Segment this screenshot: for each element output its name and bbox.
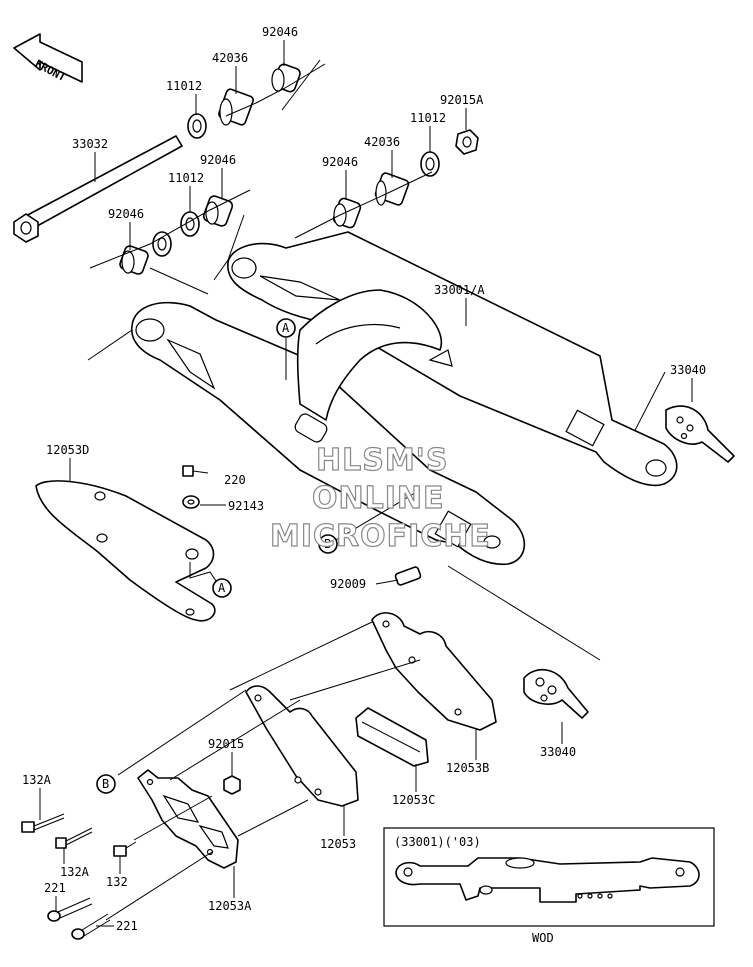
callout-a: A [276, 318, 296, 380]
seal-icon [187, 113, 207, 139]
part-label: 92046 [322, 155, 358, 169]
part-label: 12053C [392, 793, 435, 807]
part-label: 132 [106, 875, 128, 889]
collar-icon [374, 172, 410, 206]
pivot-shaft-icon [13, 135, 183, 243]
part-label: 33040 [670, 363, 706, 377]
part-label: 11012 [168, 171, 204, 185]
part-label: 221 [116, 919, 138, 933]
part-label: 33040 [540, 745, 576, 759]
spacer-icon [394, 566, 422, 586]
part-label: 42036 [364, 135, 400, 149]
watermark-line: HLSM'S [316, 443, 448, 478]
callout-letter: B [102, 777, 109, 791]
watermark: HLSM'S ONLINE MICROFICHE [269, 442, 491, 554]
assembly-guide-lines [105, 621, 421, 921]
part-label: 92143 [228, 499, 264, 513]
part-label: 42036 [212, 51, 248, 65]
nut-icon [455, 129, 479, 155]
bolt-icon [55, 827, 93, 849]
chain-adjuster-icon [523, 669, 589, 719]
part-label: 11012 [410, 111, 446, 125]
bolt-icon [47, 897, 93, 922]
seal-icon [180, 211, 200, 237]
bolt-icon [71, 913, 111, 940]
bearing-icon [271, 63, 301, 93]
part-label: 92046 [200, 153, 236, 167]
part-label: 33001/A [434, 283, 485, 297]
part-label: 33032 [72, 137, 108, 151]
part-label: 92015A [440, 93, 484, 107]
bolt-icon [182, 465, 209, 477]
callout-b: B [318, 489, 421, 554]
part-label: 12053B [446, 761, 489, 775]
watermark-line: ONLINE [312, 481, 445, 516]
seal-icon [420, 151, 440, 177]
callout-a: A [212, 578, 232, 598]
chain-adjuster-icon [665, 405, 735, 463]
part-label: 12053D [46, 443, 89, 457]
part-label: 92046 [108, 207, 144, 221]
bearing-icon [332, 197, 362, 229]
callout-letter: A [218, 581, 226, 595]
front-direction-arrow-icon: FRONT [13, 33, 83, 84]
part-label: 11012 [166, 79, 202, 93]
part-label: 132A [22, 773, 52, 787]
callout-letter: B [324, 537, 331, 551]
part-label: 132A [60, 865, 90, 879]
part-label: 12053 [320, 837, 356, 851]
bearing-icon [119, 245, 149, 275]
watermark-line: MICROFICHE [270, 519, 491, 554]
washer-icon [182, 495, 200, 509]
chain-slider-icon [35, 480, 219, 622]
chain-guide-icon [137, 612, 497, 869]
part-label: 92046 [262, 25, 298, 39]
seal-icon [152, 231, 172, 257]
swingarm-variant-icon [395, 857, 700, 903]
callout-b: B [96, 774, 116, 794]
part-label: 220 [224, 473, 246, 487]
inset-caption: WOD [532, 931, 554, 945]
inset-title: (33001)('03) [394, 835, 481, 849]
part-labels: 92046 42036 11012 92015A 33032 92046 110… [22, 25, 706, 933]
bearing-icon [202, 195, 234, 227]
assembly-guide-lines [87, 59, 666, 661]
part-label: 92015 [208, 737, 244, 751]
bolt-icon [21, 813, 65, 833]
part-label: 12053A [208, 899, 252, 913]
callout-letter: A [282, 321, 290, 335]
part-label: 92009 [330, 577, 366, 591]
bolt-icon [113, 841, 137, 857]
part-label: 221 [44, 881, 66, 895]
swingarm-icon [131, 231, 678, 566]
inset-detail: (33001)('03) WOD [383, 827, 715, 945]
